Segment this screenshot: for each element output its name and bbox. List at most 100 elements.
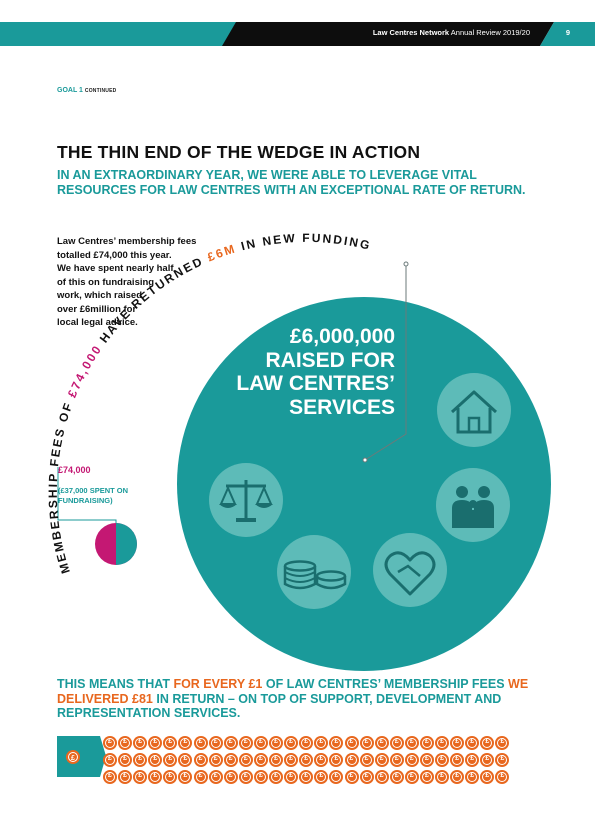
coin: £: [163, 770, 178, 784]
coin: £: [253, 770, 268, 784]
header-title: Law Centres Network Annual Review 2019/2…: [373, 28, 530, 37]
coin-row: £££££££££££££££££££££££££££: [103, 753, 543, 770]
return-highlight-2: WE DELIVERED £81: [57, 677, 529, 706]
coin: £: [269, 736, 284, 750]
intro-line: local legal advice.: [57, 317, 138, 328]
coin: £: [163, 753, 178, 767]
header-bar-shape: [0, 22, 595, 46]
coin: £: [404, 770, 419, 784]
intro-text: Law Centres’ membership fees totalled £7…: [57, 235, 237, 330]
fees-amount: £74,000: [58, 465, 91, 475]
coin: £: [163, 736, 178, 750]
page-number: 9: [565, 28, 570, 37]
coin: £: [223, 753, 238, 767]
coin: £: [359, 753, 374, 767]
coin: £: [253, 736, 268, 750]
intro-line: Law Centres’ membership fees: [57, 236, 197, 247]
coin: £: [404, 753, 419, 767]
coin: £: [389, 770, 404, 784]
coin: £: [329, 736, 344, 750]
header-publication: Annual Review 2019/20: [450, 28, 530, 37]
return-part5: IN RETURN – ON TOP OF SUPPORT, DEVELOPME…: [57, 691, 502, 721]
coin: £: [253, 753, 268, 767]
coin: £: [374, 736, 389, 750]
coin: £: [269, 770, 284, 784]
coin: £: [435, 770, 450, 784]
coin: £: [419, 770, 434, 784]
coin: £: [450, 753, 465, 767]
coin: £: [178, 736, 193, 750]
goal-suffix: CONTINUED: [84, 88, 117, 94]
coin: £: [148, 736, 163, 750]
coin: £: [208, 736, 223, 750]
coin: £: [359, 736, 374, 750]
coin: £: [359, 770, 374, 784]
coin-row: £££££££££££££££££££££££££££: [103, 770, 543, 787]
return-statement: THIS MEANS THAT FOR EVERY £1 OF LAW CENT…: [57, 677, 537, 721]
big-circle-line: SERVICES: [289, 395, 395, 419]
coin: £: [193, 753, 208, 767]
family-icon: [436, 468, 510, 542]
coin: £: [314, 770, 329, 784]
coin: £: [314, 753, 329, 767]
coin: £: [389, 736, 404, 750]
coin: £: [208, 753, 223, 767]
scales-icon: [209, 463, 283, 537]
coin: £: [193, 736, 208, 750]
coin: £: [299, 736, 314, 750]
coin: £: [103, 770, 117, 784]
coin: £: [404, 736, 419, 750]
coin: £: [450, 770, 465, 784]
coin: £: [238, 770, 253, 784]
coin: £: [374, 770, 389, 784]
coin: £: [419, 736, 434, 750]
coin: £: [495, 736, 510, 750]
house-icon: [437, 373, 511, 447]
heart-handshake-icon: [373, 533, 447, 607]
arc-text-part3: HAVE RETURNED: [94, 252, 211, 350]
return-coins: ££££££££££££££££££££££££££££££££££££££££…: [103, 736, 543, 787]
coin: £: [103, 753, 117, 767]
coin: £: [299, 770, 314, 784]
coin: £: [193, 770, 208, 784]
fundraising-slice: [116, 523, 137, 565]
coin: £: [374, 753, 389, 767]
page-title: THE THIN END OF THE WEDGE IN ACTION: [57, 142, 421, 162]
coin: £: [344, 736, 359, 750]
coin: £: [435, 753, 450, 767]
coin: £: [133, 753, 148, 767]
coin: £: [495, 753, 510, 767]
intro-line: work, which raised: [57, 290, 142, 301]
coin: £: [465, 770, 480, 784]
input-coin-symbol: £: [71, 755, 75, 762]
coin: £: [118, 770, 133, 784]
coin: £: [389, 753, 404, 767]
coin: £: [148, 753, 163, 767]
fees-pie: [95, 523, 137, 565]
coin: £: [480, 736, 495, 750]
big-circle-line: RAISED FOR: [265, 348, 395, 372]
big-circle-line: £6,000,000: [289, 325, 395, 348]
coin: £: [238, 753, 253, 767]
coin: £: [344, 753, 359, 767]
big-circle-text: £6,000,000 RAISED FOR LAW CENTRES’ SERVI…: [195, 325, 395, 419]
coin: £: [103, 736, 117, 750]
intro-line: We have spent nearly half: [57, 263, 174, 274]
coin: £: [284, 736, 299, 750]
coin: £: [269, 753, 284, 767]
coin: £: [178, 770, 193, 784]
coin: £: [208, 770, 223, 784]
pointer-line: [364, 264, 407, 461]
arc-text-part5: IN NEW FUNDING: [234, 231, 373, 255]
coin-row: £££££££££££££££££££££££££££: [103, 736, 543, 753]
coin: £: [435, 736, 450, 750]
intro-line: over £6million for: [57, 303, 137, 315]
coin: £: [223, 770, 238, 784]
coin: £: [118, 736, 133, 750]
coin: £: [450, 736, 465, 750]
coin: £: [465, 753, 480, 767]
header-bar: [0, 22, 595, 46]
fees-connector: [57, 467, 117, 523]
coin: £: [284, 753, 299, 767]
